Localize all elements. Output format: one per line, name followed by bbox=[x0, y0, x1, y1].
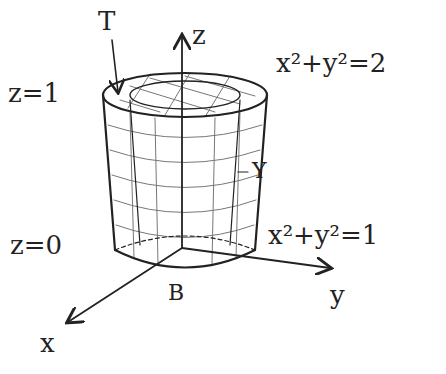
side-label: Y bbox=[252, 160, 267, 182]
top-surface-label: T bbox=[98, 8, 115, 34]
surface-equation: x²+y²=1 bbox=[268, 222, 378, 248]
bottom-surface-label: B bbox=[168, 282, 184, 304]
axis-label: y bbox=[330, 282, 345, 308]
surface-equation: x²+y²=2 bbox=[276, 50, 386, 76]
axis-label: z bbox=[192, 22, 206, 48]
plane-label: z=0 bbox=[10, 232, 62, 258]
plane-label: z=1 bbox=[8, 80, 60, 106]
axis-label: x bbox=[40, 330, 55, 356]
